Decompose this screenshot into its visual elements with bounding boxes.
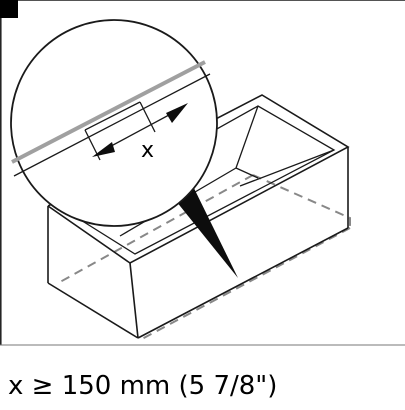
magnifier-circle-icon: x (10, 19, 218, 227)
callout-pointer-icon (172, 176, 238, 278)
tub-faces (47, 147, 349, 339)
dimension-requirement-caption: x ≥ 150 mm (5 7/8") (8, 371, 278, 401)
wall-recess-dashed (59, 174, 351, 341)
dimension-label: x (141, 138, 154, 163)
frame-border (0, 0, 405, 346)
corner-tab (0, 0, 18, 18)
dimension-arrows-icon (92, 103, 188, 157)
